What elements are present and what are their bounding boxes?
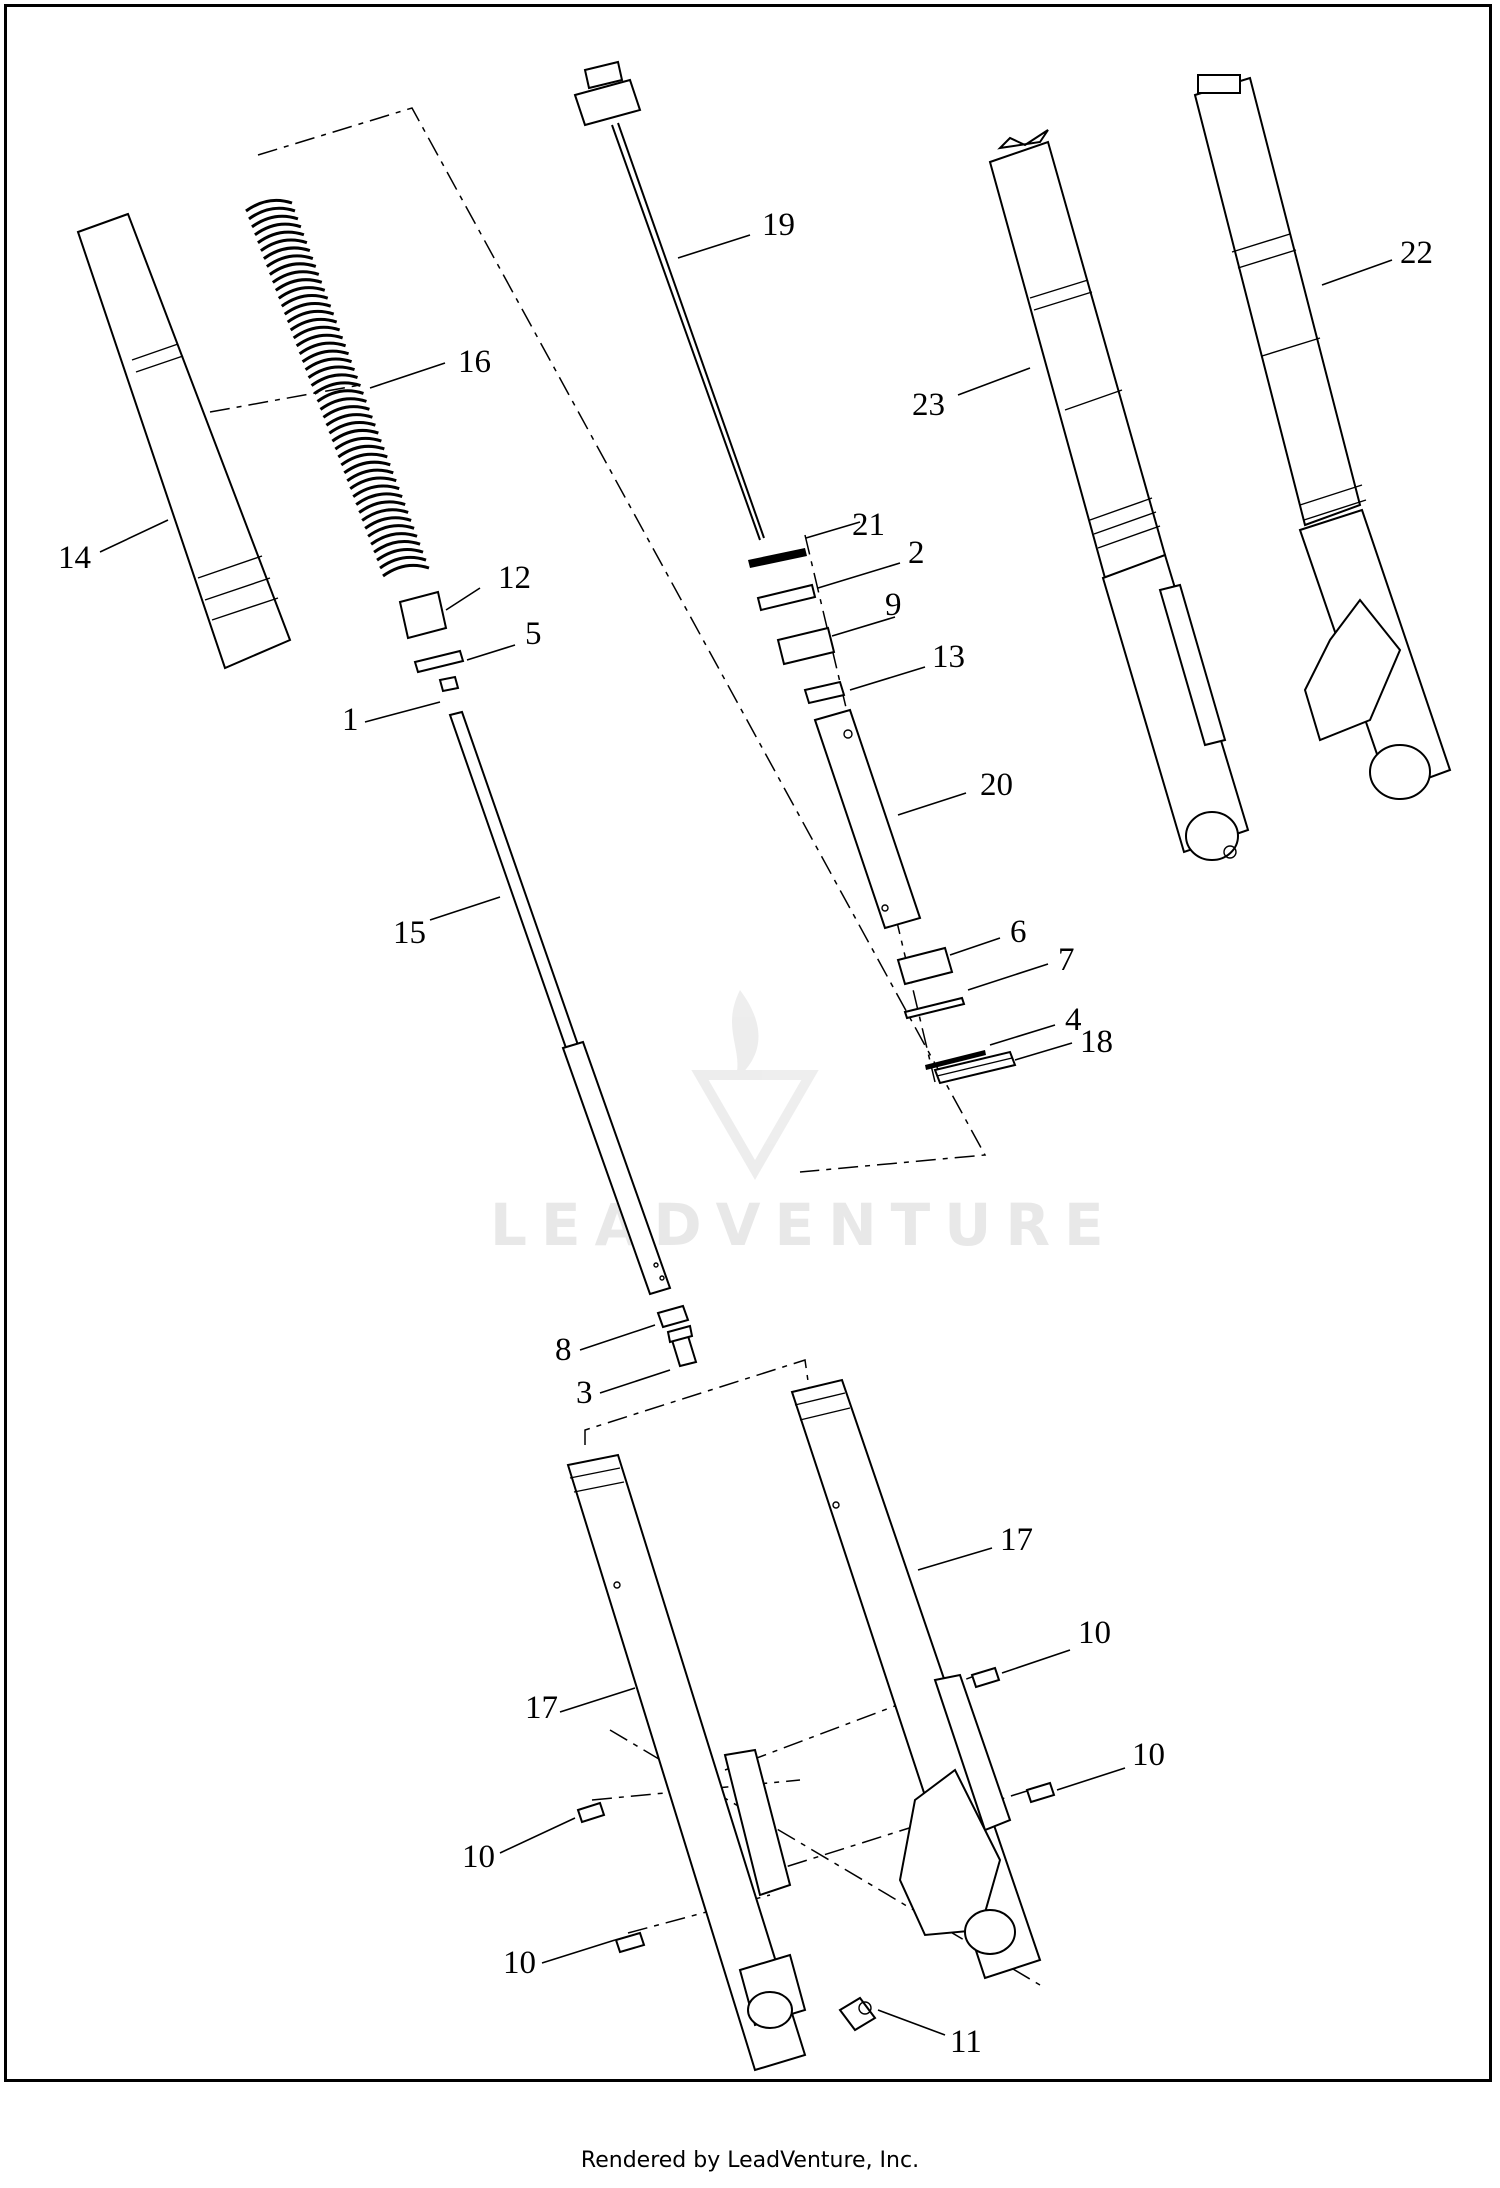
spring-spacer-12 [398,590,448,640]
fork-spring-16 [245,198,430,578]
damper-rod-15 [448,710,672,1296]
callout-19: 19 [762,207,795,243]
fork-tube-upper-14 [76,212,292,670]
nut-1 [438,675,460,693]
bolt-10d [1025,1781,1056,1804]
callout-9: 9 [885,587,902,623]
callout-13: 13 [932,639,965,675]
bushing-9 [776,626,836,666]
callout-6: 6 [1010,914,1027,950]
bolt-10b [614,1931,646,1954]
bolt-10c [970,1666,1001,1689]
callout-17-left: 17 [525,1690,558,1726]
leader-lines [99,234,1393,2036]
washer-5 [413,649,465,674]
pinch-bolt-11 [838,1996,877,2032]
callout-8: 8 [555,1332,572,1368]
callout-10-upper-left: 10 [462,1839,495,1875]
callout-21: 21 [852,507,885,543]
seal-13 [803,680,846,705]
fork-assembly-22 [1193,74,1452,800]
callout-7: 7 [1058,942,1075,978]
damper-tube-20 [813,708,922,930]
callout-14: 14 [58,540,91,576]
bolt-3 [666,1324,698,1368]
watermark-text: LEADVENTURE [490,1191,1118,1259]
bushing-8 [656,1304,690,1329]
callout-3: 3 [576,1375,593,1411]
callout-10-upper-right: 10 [1078,1615,1111,1651]
callout-labels: 14 16 12 5 1 15 19 21 2 9 13 20 6 7 4 18… [58,207,1433,2060]
fork-assembly-23 [988,129,1250,861]
watermark: LEADVENTURE [490,990,1118,1259]
o-ring-21 [748,548,807,568]
lower-leg-right-17 [790,1378,1042,1980]
callout-15: 15 [393,915,426,951]
bushing-2 [756,583,817,612]
seal-18 [933,1050,1017,1085]
callout-11: 11 [950,2024,982,2060]
bushing-6 [896,946,954,986]
washer-7 [903,996,966,1020]
callout-23: 23 [912,387,945,423]
cartridge-rod-19 [573,60,765,541]
callout-5: 5 [525,616,542,652]
bolt-10a [576,1801,606,1824]
callout-20: 20 [980,767,1013,803]
callout-18: 18 [1080,1024,1113,1060]
callout-10-lower-right: 10 [1132,1737,1165,1773]
callout-10-lower-left: 10 [503,1945,536,1981]
callout-16: 16 [458,344,491,380]
lower-leg-left-17 [566,1453,807,2072]
callout-2: 2 [908,535,925,571]
retaining-ring-4 [925,1050,986,1070]
footer-credit: Rendered by LeadVenture, Inc. [580,2148,920,2173]
callout-22: 22 [1400,235,1433,271]
callout-1: 1 [342,702,359,738]
callout-12: 12 [498,560,531,596]
callout-17-right: 17 [1000,1522,1033,1558]
callout-4: 4 [1065,1002,1082,1038]
